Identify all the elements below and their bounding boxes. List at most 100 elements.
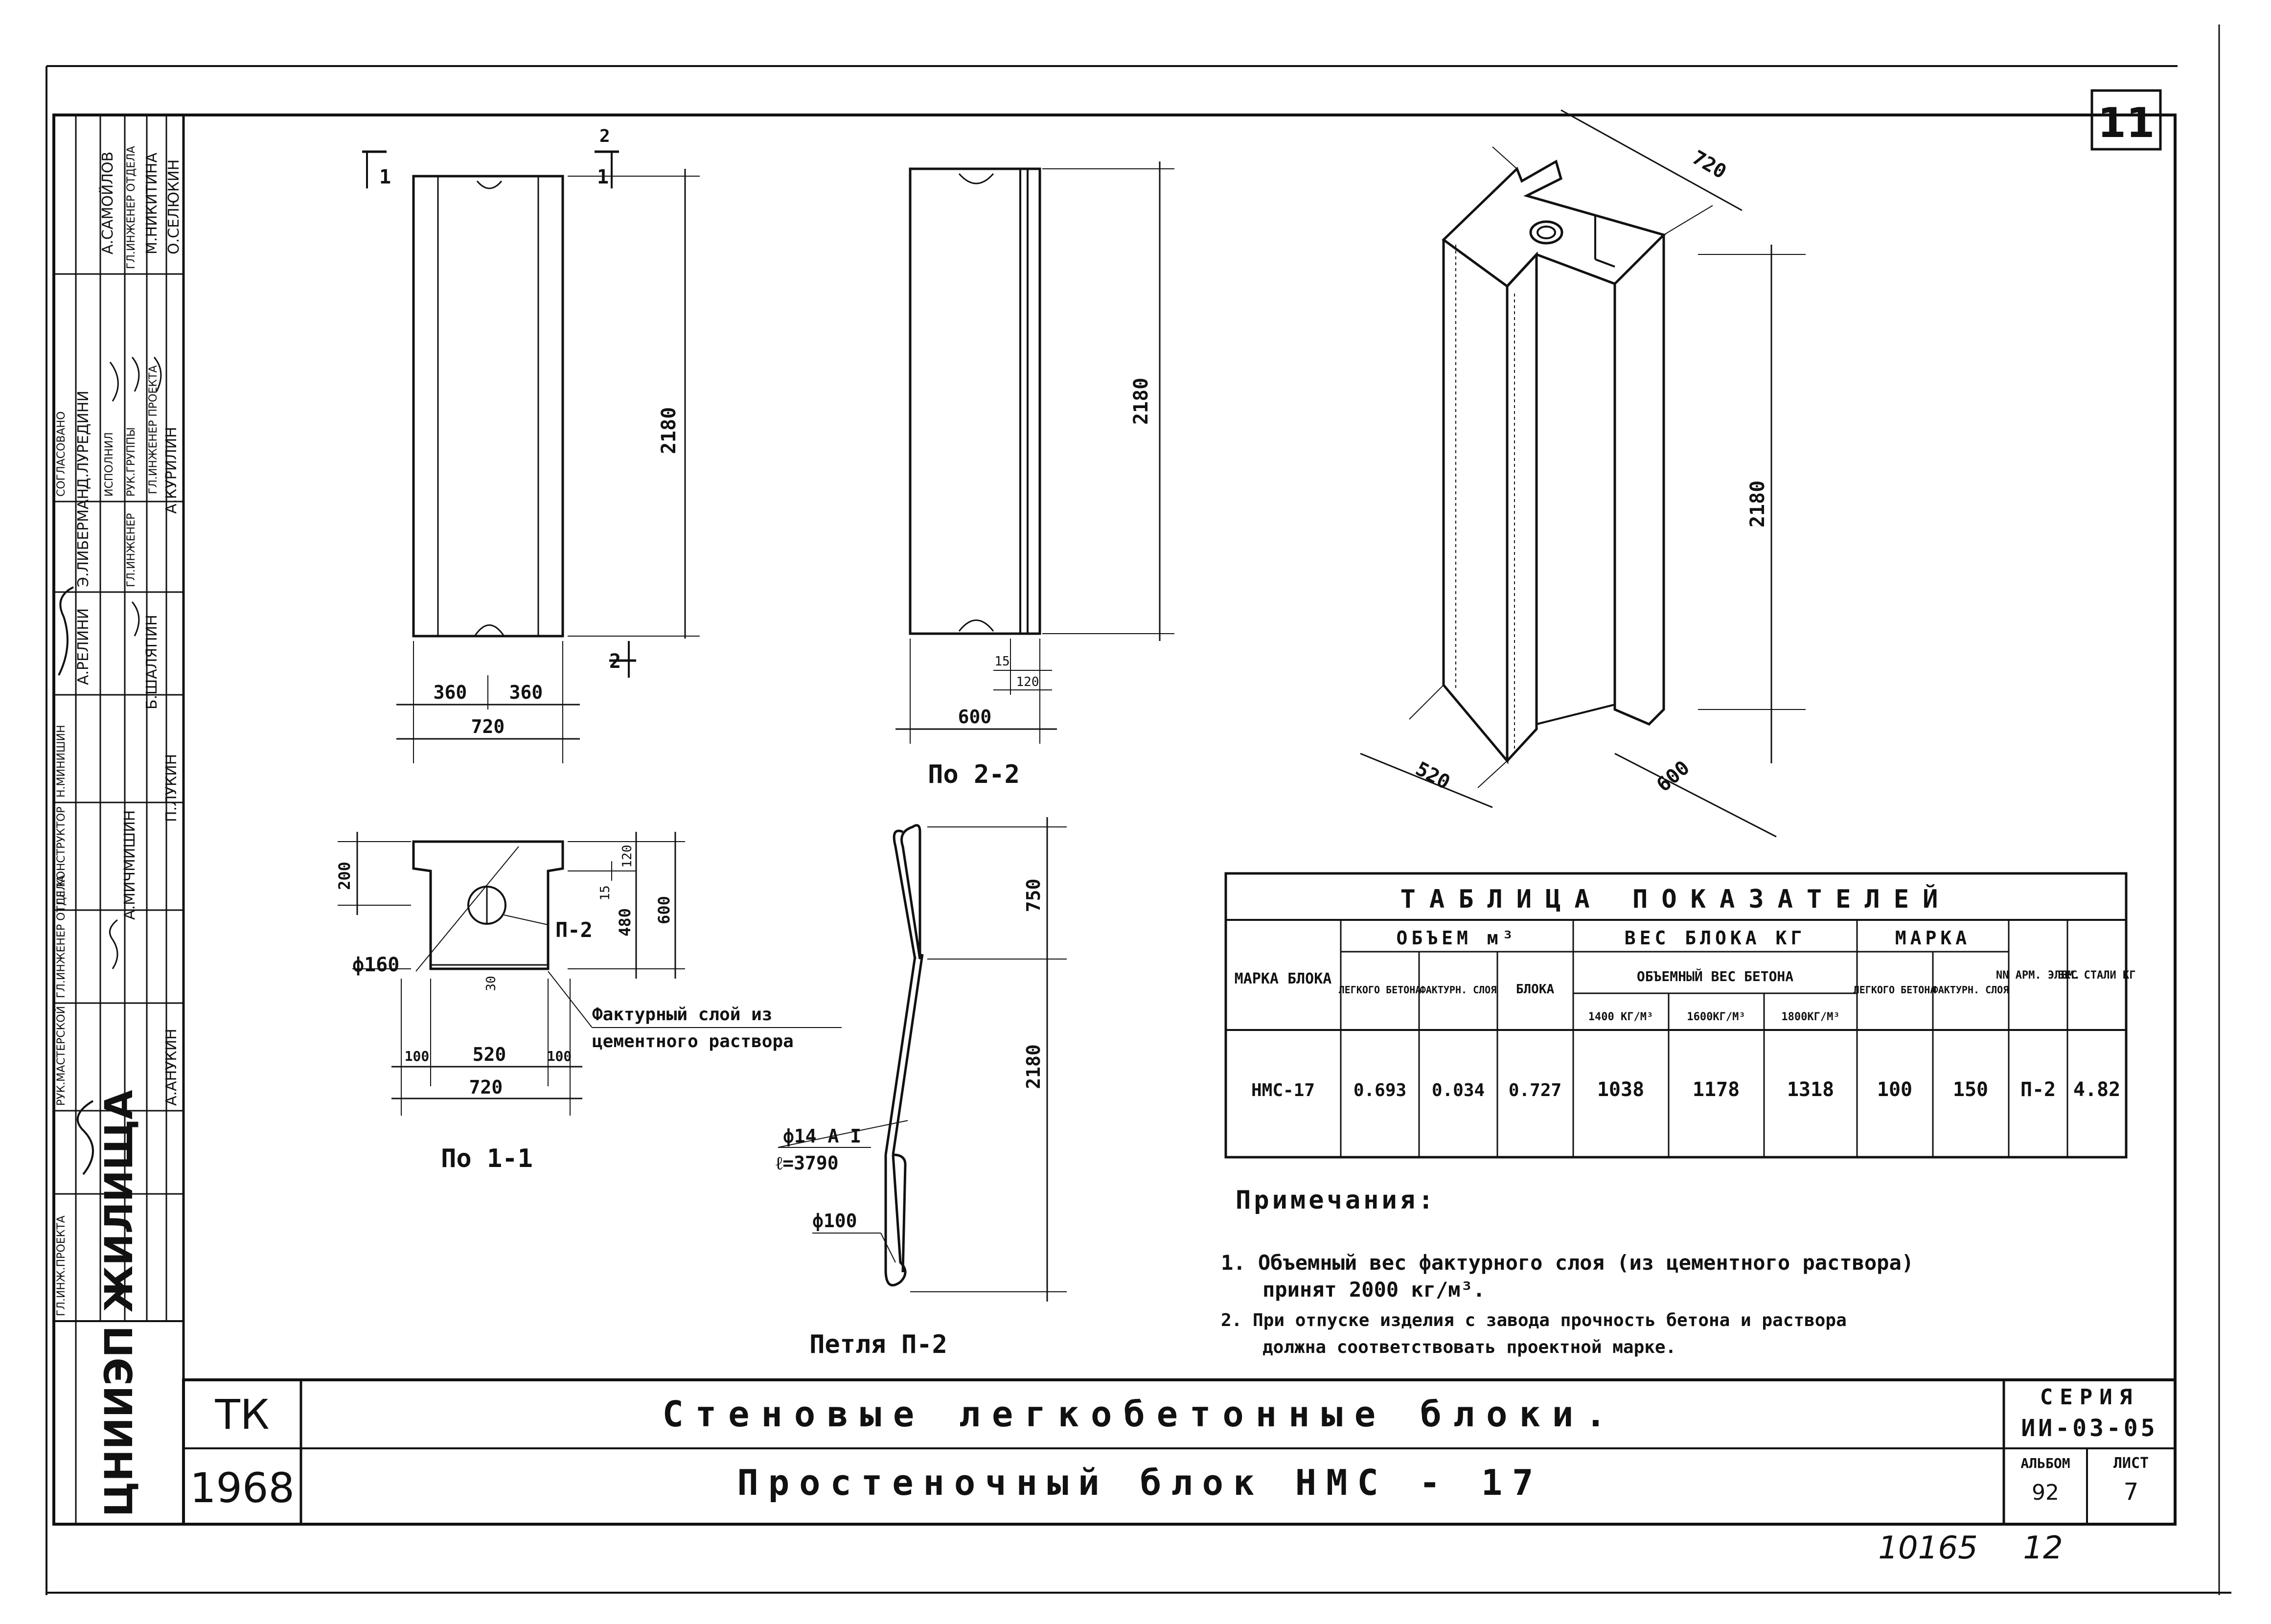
loop-dim-750: 750: [1023, 879, 1044, 913]
section-dim-100b: 100: [547, 1048, 572, 1064]
view2-caption: По 2-2: [928, 760, 1020, 789]
section-dim-720: 720: [469, 1076, 503, 1098]
cut-mark-1a: 1: [379, 166, 391, 188]
stamp-role-0: ГЛ.ИНЖ.ПРОЕКТА: [55, 1215, 68, 1316]
sheet-frame: [46, 24, 2231, 1595]
stamp-role-1: РУК.МАСТЕРСКОЙ: [55, 1006, 68, 1106]
view1-width-right: 360: [509, 682, 543, 703]
institute-logo: ЦНИИЭП ЖИЛИЩА: [97, 1090, 141, 1517]
view1-width-total: 720: [471, 716, 505, 737]
stamp-role-4: Н.МИНИШИН: [55, 725, 68, 798]
tk-label: ТК: [215, 1391, 270, 1439]
view2-width-dim: 600: [958, 706, 992, 728]
stamp-name-9: М.НИКИТИНА: [143, 153, 161, 254]
section-dim-600: 600: [655, 896, 673, 924]
stamp-role-3: ГЛ.КОНСТРУКТОР: [55, 806, 68, 905]
th-grade-facing: ФАКТУРН. СЛОЯ: [1932, 984, 2009, 996]
album-value: 92: [2032, 1480, 2059, 1505]
section-hole-label: ф160: [352, 954, 399, 976]
isometric-view: 720 2180 520 600: [1360, 109, 1806, 838]
loop-bar-label: ф14 A I: [783, 1125, 861, 1147]
th-weight: ВЕС БЛОКА КГ: [1625, 927, 1806, 949]
lifting-loop-top: [476, 181, 503, 189]
section-dim-30: 30: [484, 976, 499, 991]
td-arm: П-2: [2020, 1078, 2056, 1101]
td-w1600: 1178: [1693, 1078, 1740, 1101]
section-note-line1: Фактурный слой из: [592, 1005, 772, 1025]
list-label: ЛИСТ: [2113, 1455, 2149, 1472]
album-label: АЛЬБОМ: [2020, 1455, 2070, 1471]
note-1-line1: 1. Объемный вес фактурного слоя (из цеме…: [1221, 1251, 1914, 1275]
note-2-line1: 2. При отпуске изделия с завода прочност…: [1221, 1310, 1847, 1330]
view2-height-dim: 2180: [1130, 378, 1152, 425]
sheet-badge-number: 11: [2098, 99, 2155, 147]
series-label: СЕРИЯ: [2040, 1385, 2139, 1410]
archive-number: 10165: [1878, 1530, 1978, 1566]
iso-dim-2180: 2180: [1746, 480, 1769, 527]
cut-mark-2b: 2: [609, 650, 621, 673]
title-line2: Простеночный блок НМС - 17: [737, 1462, 1543, 1503]
iso-dim-720: 720: [1688, 146, 1730, 183]
note-2-line2: должна соответствовать проектной марке.: [1262, 1337, 1676, 1357]
td-mark: НМС-17: [1251, 1080, 1315, 1100]
cut-mark-1b: 1: [597, 166, 609, 188]
view-2-elevation: 2180 15 120 600 По 2-2: [895, 161, 1174, 789]
section-outline: [412, 840, 564, 970]
loop-length-label: ℓ=3790: [776, 1152, 839, 1174]
td-vol-block: 0.727: [1509, 1080, 1561, 1100]
stamp-role-2: ГЛ.ИНЖЕНЕР ОТДЕЛА: [55, 875, 68, 998]
th-arm: NN АРМ. ЭЛЕМ.: [1996, 969, 2080, 982]
title-line1: Стеновые легкобетонные блоки.: [662, 1394, 1618, 1435]
note-1-line2: принят 2000 кг/м³.: [1262, 1278, 1485, 1302]
signature-scribbles: [58, 586, 94, 1175]
section-caption: По 1-1: [441, 1144, 533, 1173]
td-grade-light: 100: [1877, 1078, 1912, 1101]
stamp-role-6: РУК.ГРУППЫ: [125, 427, 138, 497]
stamp-name-5: А.РЕЛИНИ: [75, 608, 92, 685]
section-dim-520: 520: [473, 1044, 506, 1065]
stamp-name-0: А.КУРИЛИН: [163, 427, 180, 514]
section-dim-120: 120: [620, 845, 635, 868]
td-vol-facing: 0.034: [1432, 1080, 1485, 1100]
section-note-line2: цементного раствора: [592, 1031, 794, 1052]
stamp-name-7: Э.ЛИБЕРМАН: [75, 488, 92, 587]
th-weight-sub: ОБЪЕМНЫЙ ВЕС БЕТОНА: [1637, 968, 1793, 984]
section-loop-ref: П-2: [555, 918, 593, 942]
notes-heading: Примечания:: [1236, 1186, 1436, 1215]
section-dim-100a: 100: [405, 1048, 430, 1064]
stamp-name-3: Б.ШАЛЯПИН: [143, 615, 161, 709]
stamp-role-8: СОГЛАСОВАНО: [55, 412, 68, 497]
series-value: ИИ-03-05: [2021, 1415, 2157, 1442]
stamp-role-7: ИСПОЛНИЛ: [103, 432, 115, 497]
td-steel: 4.82: [2073, 1078, 2120, 1101]
td-vol-light: 0.693: [1353, 1080, 1406, 1100]
year-label: 1968: [190, 1464, 295, 1512]
view2-dim-15: 15: [994, 654, 1009, 669]
th-grade: МАРКА: [1895, 927, 1971, 949]
section-dim-15: 15: [598, 885, 613, 900]
td-grade-facing: 150: [1953, 1078, 1988, 1101]
section-dim-200: 200: [335, 862, 354, 890]
td-w1400: 1038: [1597, 1078, 1644, 1101]
section-1-1: П-2 ф160 200 15 120 480 600 30 Фактурный…: [335, 832, 842, 1173]
th-w1400: 1400 КГ/М³: [1588, 1011, 1653, 1023]
loop-bend-label: ф100: [812, 1210, 857, 1232]
notes: Примечания: 1. Объемный вес фактурного с…: [1221, 1186, 1914, 1357]
th-steel: ВЕС СТАЛИ КГ: [2058, 969, 2136, 982]
stamp-name-1: П.ЛУКИН: [163, 754, 180, 822]
th-mark: МАРКА БЛОКА: [1235, 970, 1332, 987]
th-grade-light: ЛЕГКОГО БЕТОНА: [1854, 984, 1936, 996]
stamp-name-4: А.МИЧМИШИН: [121, 810, 138, 920]
view2-dim-120: 120: [1016, 675, 1039, 689]
stamp-role-9: ГЛ.ИНЖЕНЕР ОТДЕЛА: [125, 146, 138, 269]
th-vol-light: ЛЕГКОГО БЕТОНА: [1339, 984, 1422, 996]
sheet-badge: 11: [2090, 89, 2162, 151]
stamp-role-5: ГЛ.ИНЖЕНЕР: [125, 513, 138, 587]
table-title: ТАБЛИЦА ПОКАЗАТЕЛЕЙ: [1400, 884, 1952, 914]
stamp-role-10: ГЛ.ИНЖЕНЕР ПРОЕКТА: [147, 366, 160, 494]
stamp-name-2: А.АНУКИН: [163, 1029, 180, 1106]
th-volume: ОБЪЕМ м³: [1396, 927, 1517, 949]
lifting-loop-bottom: [474, 624, 505, 637]
section-dim-480: 480: [616, 908, 634, 937]
stamp-name-10: О.СЕЛЮКИН: [165, 160, 183, 254]
